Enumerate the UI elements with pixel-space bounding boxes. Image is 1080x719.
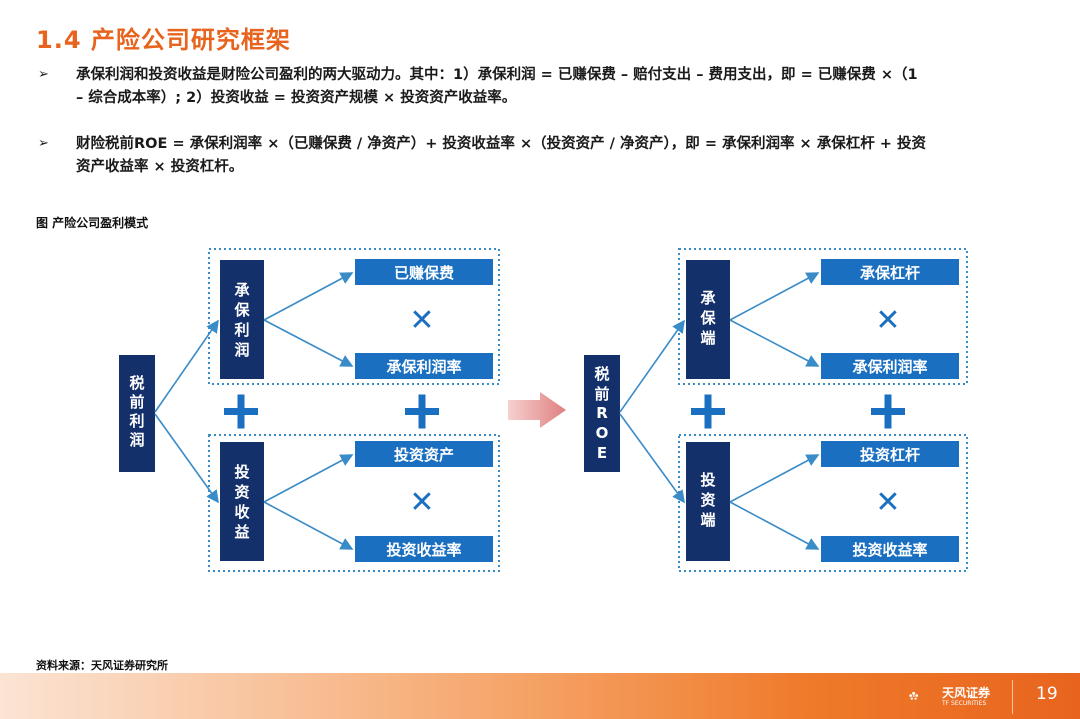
left-top-to-a-arrow — [263, 272, 354, 321]
left-root-to-top-arrow — [154, 319, 219, 413]
tf-securities-logo-icon — [909, 691, 919, 700]
left-bottom-group-char-4: 益 — [234, 523, 249, 541]
right-top-multiply-icon: ✕ — [875, 303, 900, 338]
left-bottom-to-b-arrow — [263, 501, 354, 550]
left-root-char-1: 税 — [129, 374, 144, 392]
right-plus-icon-1 — [691, 394, 725, 429]
left-root-char-4: 润 — [129, 431, 144, 449]
left-root-char-2: 前 — [129, 393, 144, 411]
right-bottom-factor-b-box — [821, 536, 959, 562]
right-bottom-factor-b-label: 投资收益率 — [852, 541, 927, 559]
right-top-group-frame — [678, 248, 968, 385]
figure-caption: 图 产险公司盈利模式 — [36, 216, 149, 230]
right-top-factor-b-box — [821, 353, 959, 379]
right-bottom-multiply-icon: ✕ — [875, 485, 900, 520]
footer-logo-subtext: TF SECURITIES — [942, 700, 987, 707]
left-root-to-bottom-arrow — [154, 413, 219, 504]
left-top-group-box — [220, 260, 264, 379]
right-bottom-group-char-3: 端 — [700, 511, 715, 529]
left-top-to-b-arrow — [263, 319, 354, 367]
transition-arrow-icon — [508, 392, 566, 428]
left-top-group-char-3: 利 — [234, 321, 249, 339]
right-root-char-3: R — [596, 404, 608, 422]
left-top-group-char-4: 润 — [234, 341, 249, 359]
right-top-group-char-2: 保 — [699, 309, 716, 327]
right-root-to-top-arrow — [619, 319, 685, 413]
footer-logo-text: 天风证券 — [942, 686, 991, 700]
bullet-2-line-1: 财险税前ROE = 承保利润率 ×（已赚保费 / 净资产）+ 投资收益率 ×（投… — [76, 136, 927, 152]
left-bottom-factor-a-box — [355, 441, 493, 467]
left-bottom-group-char-2: 资 — [234, 483, 249, 501]
left-top-factor-b-label: 承保利润率 — [386, 358, 461, 376]
right-top-to-b-arrow — [729, 319, 820, 367]
right-root-char-2: 前 — [594, 385, 609, 403]
right-top-group-char-1: 承 — [700, 289, 715, 307]
right-bottom-group-box — [686, 442, 730, 561]
footer-bar — [0, 673, 1080, 719]
right-top-to-a-arrow — [729, 272, 820, 321]
left-bottom-group-frame — [208, 434, 500, 572]
left-bottom-factor-a-label: 投资资产 — [394, 446, 454, 464]
right-bottom-to-b-arrow — [729, 501, 820, 550]
right-root-box — [584, 355, 620, 472]
right-top-group-char-3: 端 — [700, 329, 715, 347]
right-top-factor-a-box — [821, 259, 959, 285]
left-bottom-factor-b-box — [355, 536, 493, 562]
right-bottom-factor-a-box — [821, 441, 959, 467]
source-note: 资料来源：天风证券研究所 — [36, 659, 168, 672]
left-top-group-char-2: 保 — [233, 301, 250, 319]
right-bottom-to-a-arrow — [729, 454, 820, 503]
left-top-factor-a-label: 已赚保费 — [394, 264, 454, 282]
left-root-char-3: 利 — [129, 412, 144, 430]
bullet-mark-2: ➢ — [38, 136, 49, 151]
right-top-factor-b-label: 承保利润率 — [852, 358, 927, 376]
right-root-to-bottom-arrow — [619, 413, 685, 504]
right-bottom-group-char-1: 投 — [700, 471, 715, 489]
left-bottom-to-a-arrow — [263, 454, 354, 503]
left-bottom-group-box — [220, 442, 264, 561]
left-bottom-group-char-3: 收 — [234, 503, 249, 521]
bullet-1-line-1: 承保利润和投资收益是财险公司盈利的两大驱动力。其中：1）承保利润 = 已赚保费 … — [76, 67, 918, 83]
right-root-char-4: O — [596, 424, 609, 442]
bullet-mark-1: ➢ — [38, 67, 49, 82]
right-bottom-group-char-2: 资 — [700, 491, 715, 509]
right-root-char-5: E — [597, 444, 607, 462]
page-number: 19 — [1036, 684, 1058, 704]
right-top-factor-a-label: 承保杠杆 — [860, 264, 920, 282]
left-plus-icon-1 — [224, 394, 258, 429]
left-root-box — [119, 355, 155, 472]
right-bottom-factor-a-label: 投资杠杆 — [860, 446, 920, 464]
left-top-factor-a-box — [355, 259, 493, 285]
right-root-char-1: 税 — [594, 365, 609, 383]
left-top-group-frame — [208, 248, 500, 385]
footer-divider — [1012, 680, 1013, 714]
left-plus-icon-2 — [405, 394, 439, 429]
left-top-group-char-1: 承 — [234, 281, 249, 299]
left-bottom-factor-b-label: 投资收益率 — [386, 541, 461, 559]
page-title: 1.4 产险公司研究框架 — [36, 26, 291, 54]
left-top-factor-b-box — [355, 353, 493, 379]
bullet-1-line-2: – 综合成本率）; 2）投资收益 = 投资资产规模 × 投资资产收益率。 — [76, 90, 517, 106]
left-top-multiply-icon: ✕ — [409, 303, 434, 338]
right-plus-icon-2 — [871, 394, 905, 429]
bullet-2-line-2: 资产收益率 × 投资杠杆。 — [76, 159, 244, 175]
left-bottom-multiply-icon: ✕ — [409, 485, 434, 520]
left-bottom-group-char-1: 投 — [234, 463, 249, 481]
right-top-group-box — [686, 260, 730, 379]
